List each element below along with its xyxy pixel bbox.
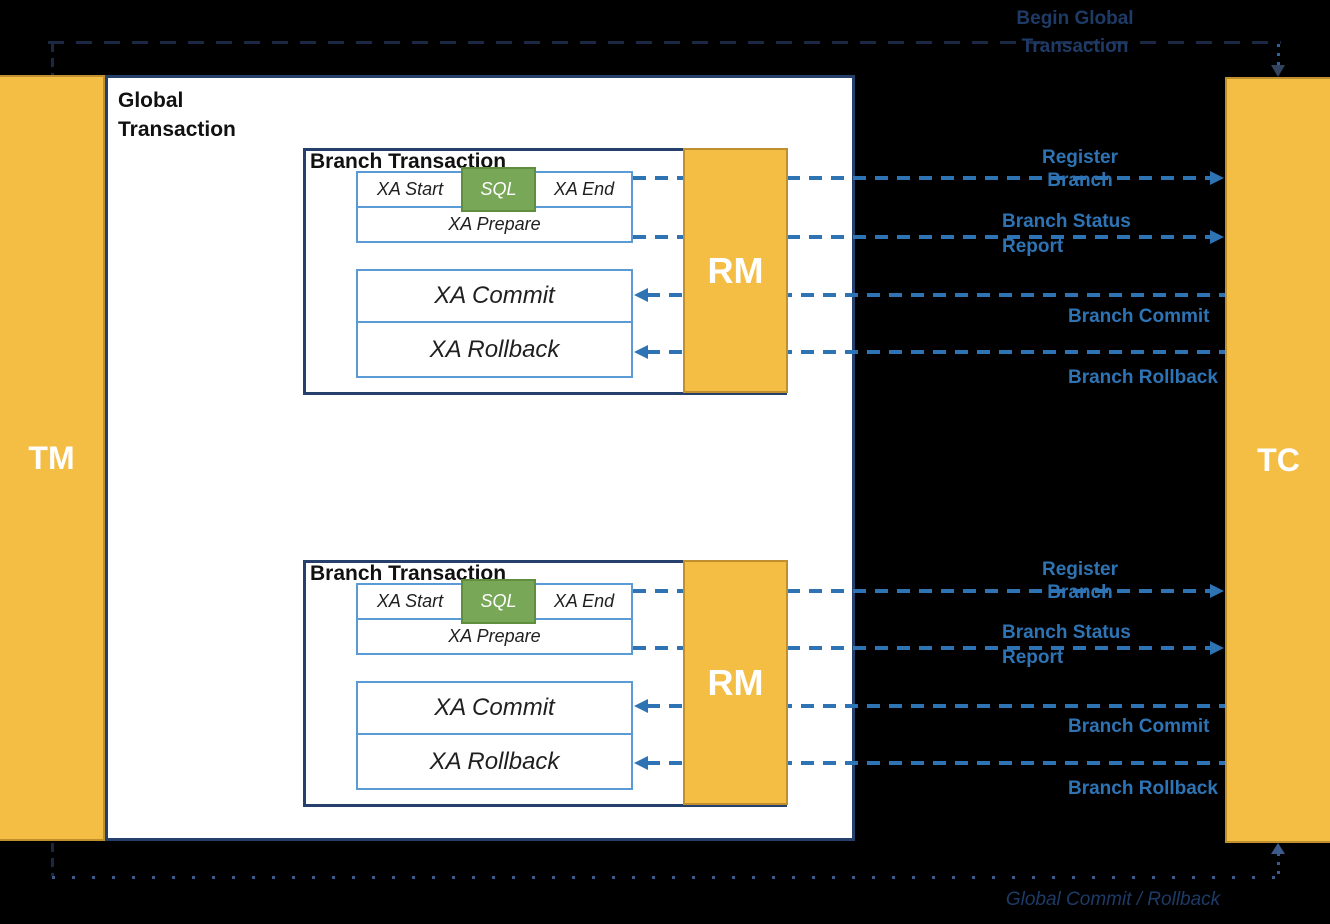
- commit-connector-line: [52, 876, 1280, 879]
- commit-connector-vertical-tm: [51, 843, 54, 876]
- arrowhead-left-icon: [634, 288, 648, 302]
- branch-rollback-arrow-2: [634, 756, 1225, 770]
- register-branch-label-2: Register Branch: [1041, 559, 1119, 603]
- register-branch-arrow-2: [633, 584, 1224, 598]
- xa-end-box: XA End: [553, 591, 615, 611]
- xa-start-box: XA Start: [358, 179, 464, 200]
- transaction-manager-box: TM: [0, 75, 105, 841]
- register-branch-label-1: Register Branch: [1041, 147, 1119, 191]
- sql-box: SQL: [461, 167, 536, 212]
- xa-rollback-box: XA Rollback: [356, 733, 633, 790]
- arrowhead-left-icon: [634, 699, 648, 713]
- begin-connector-vertical-tm: [51, 43, 54, 76]
- arrowhead-right-icon: [1210, 584, 1224, 598]
- resource-manager-box-1: RM: [683, 148, 788, 393]
- commit-connector-arrowhead-icon: [1271, 843, 1285, 854]
- xa-end-box: XA End: [553, 179, 615, 199]
- begin-connector-vertical-tc: [1277, 44, 1280, 67]
- arrowhead-right-icon: [1210, 171, 1224, 185]
- branch-transaction-title-2: Branch Transaction: [310, 562, 507, 585]
- register-branch-arrow-1: [633, 171, 1224, 185]
- branch-status-report-label-2: Branch Status Report: [1002, 622, 1131, 668]
- begin-connector-line: [48, 41, 1281, 44]
- begin-connector-arrowhead-icon: [1271, 65, 1285, 77]
- branch-transaction-title-1: Branch Transaction: [310, 150, 507, 173]
- xa-prepare-box: XA Prepare: [356, 618, 633, 655]
- global-commit-rollback-label: Global Commit / Rollback: [1005, 889, 1221, 910]
- resource-manager-box-2: RM: [683, 560, 788, 805]
- sql-box: SQL: [461, 579, 536, 624]
- branch-status-report-arrow-1: [633, 230, 1224, 244]
- global-transaction-title: Global Transaction: [118, 89, 236, 141]
- xa-rollback-box: XA Rollback: [356, 321, 633, 378]
- branch-commit-arrow-1: [634, 288, 1225, 302]
- branch-rollback-label-2: Branch Rollback: [1068, 778, 1218, 799]
- branch-commit-label-2: Branch Commit: [1068, 716, 1210, 737]
- transaction-coordinator-box: TC: [1225, 77, 1330, 843]
- branch-status-report-label-1: Branch Status Report: [1002, 211, 1131, 257]
- branch-status-report-arrow-2: [633, 641, 1224, 655]
- begin-global-transaction-label: Begin Global Transaction: [1016, 8, 1134, 57]
- xa-commit-box: XA Commit: [356, 681, 633, 735]
- branch-commit-arrow-2: [634, 699, 1225, 713]
- arrowhead-left-icon: [634, 345, 648, 359]
- xa-start-box: XA Start: [358, 591, 464, 612]
- branch-rollback-arrow-1: [634, 345, 1225, 359]
- xa-commit-box: XA Commit: [356, 269, 633, 323]
- branch-rollback-label-1: Branch Rollback: [1068, 367, 1218, 388]
- arrowhead-left-icon: [634, 756, 648, 770]
- branch-commit-label-1: Branch Commit: [1068, 306, 1210, 327]
- arrowhead-right-icon: [1210, 641, 1224, 655]
- arrowhead-right-icon: [1210, 230, 1224, 244]
- commit-connector-vertical-tc: [1277, 853, 1280, 876]
